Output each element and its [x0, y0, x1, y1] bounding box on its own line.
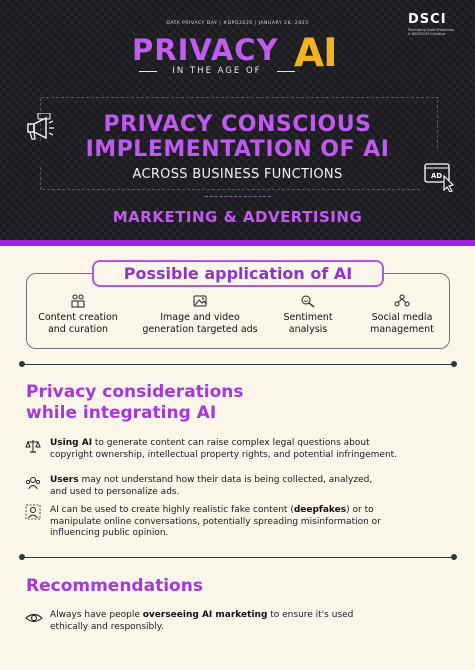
logo-tagline: Promoting Data Protection: [408, 28, 455, 32]
point-bold: deepfakes: [293, 505, 347, 515]
point-text: copyright ownership, intellectual proper…: [50, 449, 398, 460]
privacy-heading-line1: Privacy considerations: [26, 382, 244, 402]
application-item: Social media management: [350, 294, 454, 336]
content-creation-icon: [71, 294, 85, 308]
point-text: AI can be used to create highly realisti…: [50, 505, 294, 515]
title-divider: [205, 196, 271, 197]
title-line-3: ACROSS BUSINESS FUNCTIONS: [132, 167, 343, 182]
privacy-point: Using AI to generate content can raise c…: [50, 438, 440, 461]
section-tag: MARKETING & ADVERTISING: [112, 208, 363, 226]
point-text: to generate content can raise complex le…: [92, 438, 370, 448]
application-line1: Social media: [371, 312, 433, 323]
social-network-icon: [394, 294, 410, 307]
application-line2: management: [370, 324, 434, 335]
application-line1: Sentiment: [283, 312, 333, 323]
point-text: Always have people: [50, 610, 143, 620]
brand-privacy: PRIVACY: [132, 33, 279, 67]
privacy-point: AI can be used to create highly realisti…: [50, 505, 440, 540]
image-icon: [193, 295, 207, 307]
legal-scale-icon: [25, 440, 41, 453]
application-line2: analysis: [288, 324, 328, 335]
application-line1: Content creation: [38, 312, 118, 323]
recommendation-point: Always have people overseeing AI marketi…: [50, 610, 440, 633]
megaphone-icon: [27, 113, 54, 140]
logo-mark: DSCI: [408, 12, 447, 27]
brand-subtitle: IN THE AGE OF: [139, 66, 295, 76]
point-bold: overseeing AI marketing: [142, 610, 268, 620]
point-text: ) or to: [346, 505, 374, 515]
point-text: manipulate online conversations, potenti…: [50, 516, 381, 527]
ad-click-icon: AD: [424, 162, 456, 193]
application-item: Sentiment analysis: [262, 294, 354, 336]
deepfake-person-icon: [25, 504, 41, 520]
application-line2: and curation: [47, 324, 109, 335]
application-line1: Image and video: [160, 312, 240, 323]
header-accent-bar: [0, 240, 475, 246]
section-divider: [19, 554, 457, 560]
privacy-point: Users may not understand how their data …: [50, 475, 440, 498]
sentiment-search-icon: [301, 295, 315, 308]
title-line-2: IMPLEMENTATION OF AI: [85, 137, 390, 162]
recommendations-heading: Recommendations: [26, 576, 203, 596]
section-divider: [19, 361, 457, 367]
users-icon: [25, 477, 41, 490]
point-text: may not understand how their data is bei…: [78, 475, 373, 485]
title-line-1: PRIVACY CONSCIOUS: [103, 112, 372, 137]
logo-initiative: A NASSCOM Initiative: [408, 32, 446, 36]
eye-icon: [25, 613, 43, 623]
application-line2: generation targeted ads: [142, 324, 258, 335]
brand-ai: AI: [294, 31, 338, 76]
point-bold: Using AI: [50, 438, 93, 448]
privacy-heading-line2: while integrating AI: [26, 403, 217, 423]
point-text: to ensure it's used: [267, 610, 354, 620]
point-bold: Users: [50, 475, 79, 485]
point-text: ethically and responsibly.: [50, 621, 164, 632]
dsci-logo: DSCI Promoting Data Protection A NASSCOM…: [408, 12, 464, 36]
header-banner: DATA PRIVACY DAY | #DPD2025 | JANUARY 28…: [0, 0, 475, 240]
point-text: influencing public opinion.: [50, 528, 169, 538]
applications-title: Possible application of AI: [92, 260, 384, 287]
event-line: DATA PRIVACY DAY | #DPD2025 | JANUARY 28…: [166, 21, 309, 26]
ad-icon-text: AD: [431, 172, 442, 180]
point-text: and used to personalize ads.: [50, 486, 180, 497]
application-item: Image and video generation targeted ads: [134, 294, 266, 336]
application-item: Content creation and curation: [30, 294, 126, 336]
